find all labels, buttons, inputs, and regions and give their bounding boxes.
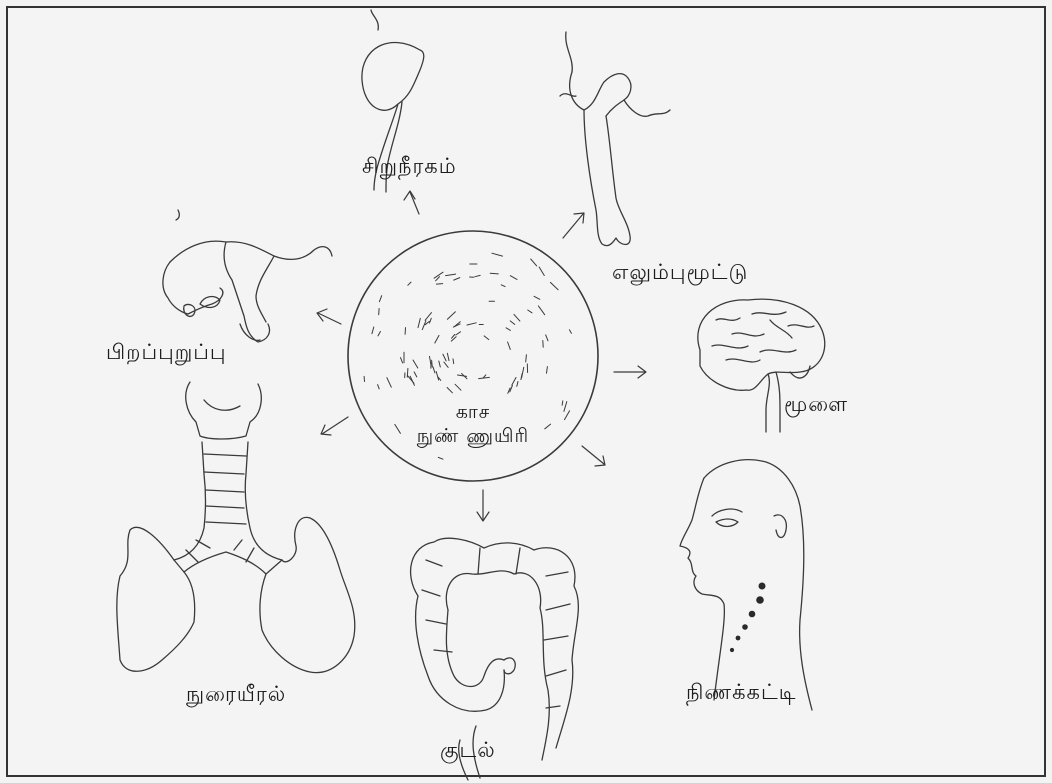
bacillus-mark	[492, 253, 503, 256]
bacillus-mark	[447, 388, 452, 393]
reproductive-illustration	[163, 210, 332, 342]
bacillus-mark	[522, 367, 524, 378]
bacillus-mark	[546, 335, 548, 341]
bacillus-mark	[514, 314, 520, 321]
bacillus-mark	[456, 332, 461, 335]
bacillus-mark	[414, 372, 417, 377]
arrow-to-intestine	[477, 490, 489, 521]
bacillus-mark	[512, 378, 516, 386]
bacillus-mark	[501, 285, 505, 287]
head-illustration	[680, 460, 812, 710]
bacillus-mark	[538, 306, 544, 315]
bacillus-mark	[447, 312, 455, 320]
bacillus-mark	[454, 278, 460, 281]
bacillus-mark	[444, 362, 448, 367]
bacillus-mark	[433, 367, 435, 373]
label-bacterium-line2: நுண் ணுயிரி	[412, 424, 534, 448]
bacillus-mark	[395, 424, 401, 433]
label-lung: நுரையீரல்	[186, 682, 286, 709]
bacillus-mark	[438, 457, 443, 459]
bacillus-mark	[430, 318, 432, 323]
bacillus-mark	[439, 361, 441, 367]
bacillus-mark	[455, 384, 461, 390]
bacillus-mark	[531, 259, 537, 266]
bacillus-mark	[436, 284, 442, 285]
bacillus-mark	[545, 424, 551, 429]
bacillus-mark	[410, 376, 414, 385]
bacillus-mark	[435, 335, 439, 343]
bacillus-mark	[510, 321, 515, 325]
bacillus-mark	[506, 328, 510, 331]
bacillus-mark	[562, 401, 563, 405]
arrow-to-joint	[563, 213, 584, 238]
bacillus-mark	[446, 274, 456, 276]
label-brain: மூளை	[784, 392, 848, 419]
bacillus-mark	[534, 296, 540, 299]
bacillus-mark	[408, 282, 411, 285]
bacillus-mark	[458, 375, 467, 376]
bacillus-mark	[569, 330, 571, 334]
arrow-to-lymph	[582, 446, 605, 466]
bacillus-mark	[407, 368, 408, 377]
label-joint: எலும்புமூட்டு	[612, 260, 748, 287]
bacillus-mark	[452, 335, 455, 339]
bacillus-mark	[517, 382, 518, 387]
lungs-illustration	[117, 382, 355, 673]
bacillus-mark	[401, 358, 403, 363]
label-kidney: சிறுநீரகம்	[362, 154, 457, 181]
arrows	[317, 191, 646, 521]
label-bacterium-line1: காச	[412, 400, 534, 424]
label-intestine: குடல்	[440, 738, 496, 765]
bacillus-mark	[565, 411, 570, 420]
arrow-to-kidney	[404, 191, 419, 214]
bacillus-mark	[490, 273, 498, 274]
bacillus-mark	[379, 296, 381, 302]
bacillus-mark	[526, 355, 527, 362]
bacillus-mark	[443, 354, 446, 361]
bacillus-mark	[447, 353, 449, 360]
bacillus-mark	[418, 318, 420, 327]
arrow-to-brain	[614, 366, 646, 378]
bacillus-mark	[539, 267, 544, 276]
bacillus-mark	[372, 327, 374, 334]
bacillus-mark	[387, 378, 391, 388]
bacillus-mark	[413, 360, 418, 368]
bacillus-mark	[564, 402, 567, 412]
bacillus-mark	[550, 282, 558, 289]
bacillus-mark	[422, 321, 426, 330]
label-reproductive: பிறப்புறுப்பு	[106, 340, 227, 367]
bacillus-mark	[378, 385, 380, 389]
bacillus-mark	[475, 275, 480, 276]
label-lymph: நிணக்கட்டி	[686, 680, 796, 707]
arrow-to-reproductive	[317, 309, 341, 324]
bacillus-mark	[467, 323, 476, 325]
label-bacterium: காச நுண் ணுயிரி	[412, 400, 534, 448]
bacillus-mark	[547, 367, 548, 374]
bacillus-mark	[432, 360, 433, 367]
bacillus-mark	[436, 372, 438, 381]
bacillus-mark	[453, 359, 454, 364]
bacillus-mark	[378, 332, 380, 336]
bacillus-mark	[508, 342, 511, 349]
bacillus-mark	[510, 276, 517, 280]
bacillus-mark	[484, 336, 489, 340]
arrow-to-lung	[321, 417, 348, 435]
bacillus-mark	[528, 310, 532, 313]
